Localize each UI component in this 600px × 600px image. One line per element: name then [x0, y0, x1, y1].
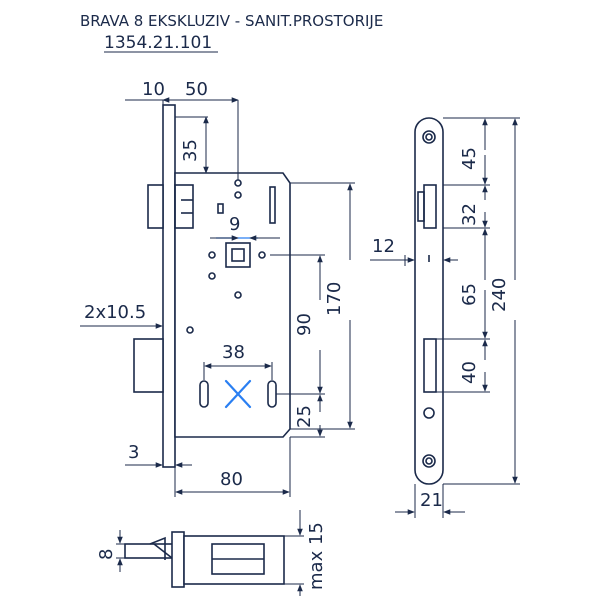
screw-hole	[234, 291, 242, 299]
faceplate-screw-top-inner	[425, 133, 433, 141]
screw-hole	[234, 191, 242, 199]
dim-240: 240	[489, 278, 510, 312]
dim-10: 10	[142, 79, 165, 100]
dim-25: 25	[294, 405, 315, 428]
dim-40: 40	[459, 361, 480, 384]
faceplate-view	[414, 117, 444, 485]
thumbturn-slot-left	[199, 380, 209, 408]
dim-65: 65	[459, 283, 480, 306]
dim-32: 32	[459, 203, 480, 226]
screw-hole	[186, 326, 194, 334]
follower-square-inner	[231, 248, 245, 262]
dim-12: 12	[372, 236, 395, 257]
dead-bolt	[133, 338, 164, 393]
dim-50: 50	[185, 79, 208, 100]
product-title: BRAVA 8 EKSKLUZIV - SANIT.PROSTORIJE	[80, 12, 383, 30]
product-code: 1354.21.101	[104, 33, 212, 53]
dim-3: 3	[128, 442, 139, 463]
faceplate-screw-bottom	[422, 454, 436, 468]
screw-hole	[258, 251, 266, 259]
faceplate-screw-bottom-inner	[425, 457, 433, 465]
bolt-diagonal	[153, 543, 173, 559]
thumbturn-center-cross	[224, 379, 252, 409]
faceplate-screw-mid	[423, 407, 435, 419]
screw-hole	[208, 251, 216, 259]
dim-8: 8	[96, 549, 117, 560]
latch-bolt-inner	[174, 184, 194, 229]
deadbolt-opening	[423, 338, 437, 393]
dim-90: 90	[294, 313, 315, 336]
latch-bolt	[147, 184, 164, 229]
bottom-dimensions: 8 max 15	[96, 510, 327, 596]
dim-35: 35	[180, 139, 201, 162]
dim-max-15: max 15	[306, 522, 327, 590]
dim-45: 45	[459, 147, 480, 170]
slot	[217, 203, 224, 214]
faceplate-screw-top	[422, 130, 436, 144]
dim-170: 170	[324, 282, 345, 316]
bottom-faceplate	[171, 531, 185, 588]
dim-80: 80	[220, 469, 243, 490]
faceplate-dimensions: 45 32 65 40 240 12 21	[370, 117, 520, 518]
dim-9: 9	[229, 214, 240, 235]
follower-square	[225, 242, 251, 268]
front-faceplate	[162, 104, 176, 468]
slot-vertical	[269, 186, 276, 224]
front-view	[133, 104, 291, 468]
screw-hole	[208, 272, 216, 280]
faceplate-outline	[414, 117, 444, 485]
latch-opening-lip	[417, 191, 425, 222]
dim-38: 38	[222, 342, 245, 363]
dim-21: 21	[420, 490, 443, 511]
dim-2x10-5: 2x10.5	[84, 302, 146, 323]
front-dimensions: 10 50 35 9 2x10.5 38 90 170	[80, 79, 355, 497]
bottom-view	[124, 531, 285, 588]
